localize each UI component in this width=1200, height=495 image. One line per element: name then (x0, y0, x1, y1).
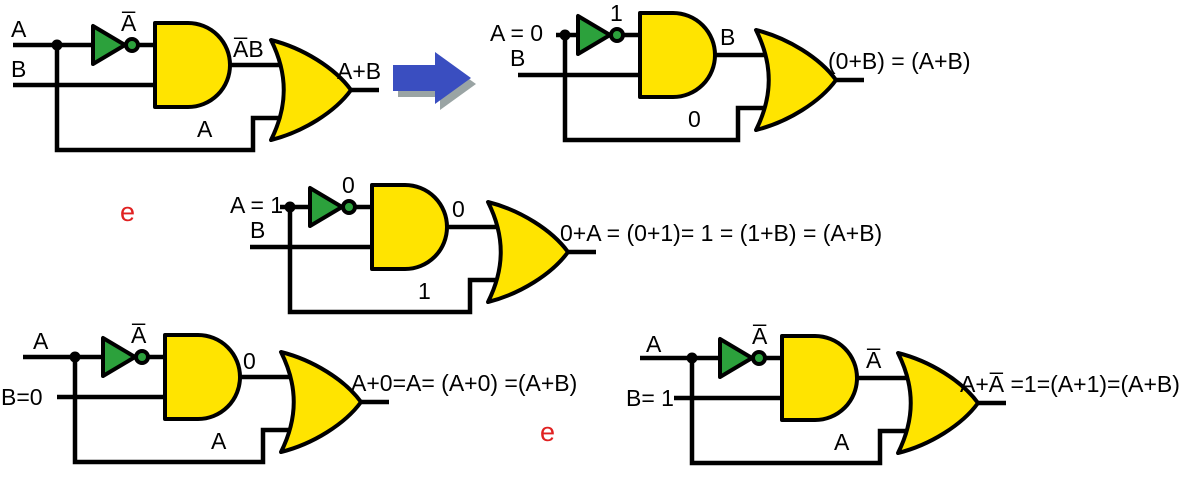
feedback-label: A (834, 429, 850, 455)
input-a-label: A (11, 16, 27, 42)
or-output-label: 0+A = (0+1)= 1 = (1+B) = (A+B) (560, 220, 883, 246)
and-output-label: B (720, 24, 736, 50)
not-gate (91, 24, 127, 66)
input-a-label: A (33, 328, 49, 354)
input-a-label: A = 0 (490, 20, 544, 46)
input-b-label: B= 1 (626, 385, 674, 411)
circuit-b0-svg (23, 333, 389, 465)
not-bubble-icon (134, 349, 150, 365)
input-b-label: B (250, 217, 266, 243)
or-gate (486, 200, 570, 304)
and-gate (370, 183, 449, 271)
conjunction-e-middle: e (120, 197, 136, 227)
not-bubble-icon (341, 199, 357, 215)
input-b-label: B=0 (1, 384, 43, 410)
feedback-label: 0 (688, 106, 701, 132)
wire-feedback (689, 358, 912, 466)
input-b-label: B (510, 45, 526, 71)
not-output-label: 1 (610, 0, 623, 26)
not-bubble-icon (751, 350, 767, 366)
not-output-label: A̅ (752, 323, 768, 349)
and-output-label: A̅B (233, 36, 264, 62)
and-gate (163, 333, 242, 421)
wire-feedback (54, 45, 285, 153)
junction-dot (686, 352, 698, 364)
and-output-label: A̅ (866, 347, 882, 373)
or-output-label: A+0=A= (A+0) =(A+B) (351, 370, 578, 396)
circuit-b-equals-0: A B=0 A̅ 0 A A+0=A= (A+0) =(A+B) (1, 322, 577, 474)
junction-dot (69, 351, 81, 363)
and-gate (153, 21, 232, 109)
circuit-a-equals-1: A = 1 B 0 0 1 0+A = (0+1)= 1 = (1+B) = (… (222, 172, 882, 324)
input-a-label: A (646, 331, 662, 357)
conjunction-e-bottom: e (540, 417, 556, 447)
junction-dot (284, 201, 296, 213)
feedback-label: A (211, 428, 227, 454)
and-gate (638, 11, 717, 99)
or-output-label: (0+B) = (A+B) (828, 48, 971, 74)
or-output-label: A+B (337, 58, 382, 84)
or-gate (754, 28, 838, 132)
implies-arrow-icon (393, 50, 483, 121)
not-output-label: 0 (342, 172, 355, 198)
not-bubble-icon (124, 37, 140, 53)
not-gate (308, 186, 344, 228)
wire-feedback (287, 207, 502, 315)
circuit-b-equals-1: A B= 1 A̅ A̅ A A+A̅ =1=(A+1)=(A+B) (626, 323, 1180, 475)
wire-feedback (562, 35, 770, 143)
circuit-original: A B A̅ A̅B A A+B (5, 10, 395, 162)
not-gate (101, 336, 137, 378)
not-gate (718, 337, 754, 379)
and-gate (780, 334, 859, 422)
arrow-body (393, 52, 471, 104)
and-output-label: 0 (452, 196, 465, 222)
not-output-label: A̅ (121, 10, 137, 36)
circuit-a1-svg (250, 183, 596, 315)
circuit-a-equals-0: A = 0 B 1 B 0 (0+B) = (A+B) (490, 0, 971, 152)
or-gate (269, 38, 353, 142)
not-output-label: A̅ (131, 322, 147, 348)
not-gate (576, 14, 612, 56)
junction-dot (51, 39, 63, 51)
feedback-label: 1 (418, 278, 431, 304)
and-output-label: 0 (243, 348, 256, 374)
circuit-a0-svg (518, 11, 864, 143)
feedback-label: A (197, 116, 213, 142)
input-b-label: B (11, 56, 27, 82)
circuit-original-svg (13, 21, 379, 153)
not-bubble-icon (609, 27, 625, 43)
or-output-label: A+A̅ =1=(A+1)=(A+B) (960, 371, 1180, 397)
wire-feedback (72, 357, 295, 465)
or-gate (279, 350, 363, 454)
circuit-b1-svg (640, 334, 1006, 466)
input-a-label: A = 1 (230, 192, 284, 218)
or-gate (896, 351, 980, 455)
junction-dot (559, 29, 571, 41)
